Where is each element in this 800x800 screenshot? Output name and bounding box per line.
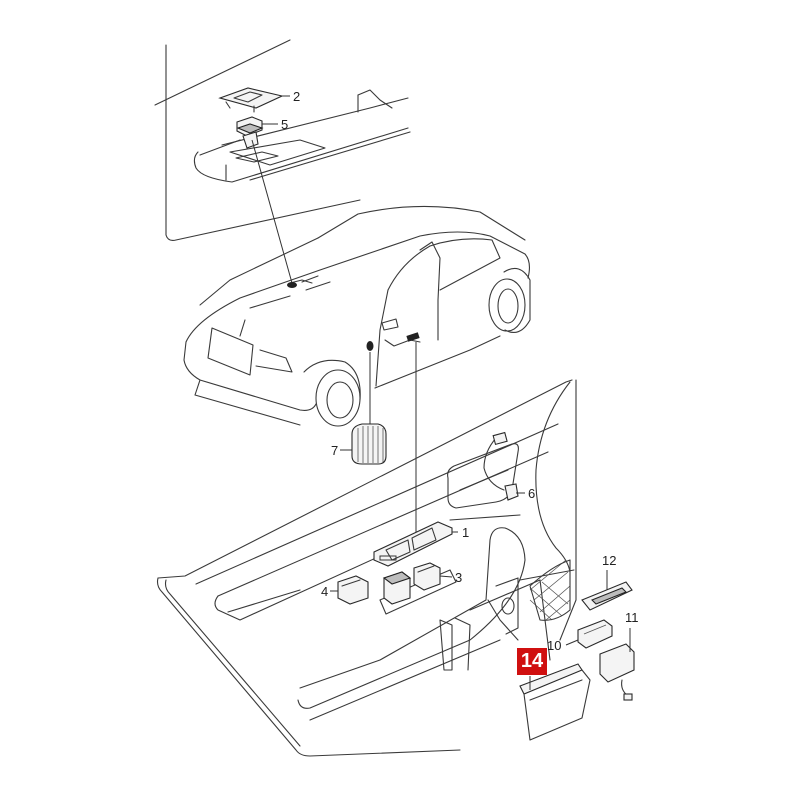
highlighted-part-badge: 14: [517, 648, 547, 675]
callout-1: 1: [462, 525, 469, 540]
callout-3: 3: [455, 570, 462, 585]
part-1-switch-panel: [373, 521, 453, 567]
callout-2: 2: [293, 89, 300, 104]
part-6-connector: [483, 431, 519, 501]
door-trim-panel: [156, 379, 577, 757]
leader-line: [251, 139, 293, 284]
callout-6: 6: [528, 486, 535, 501]
part-3-switch: [382, 562, 441, 605]
callout-7: 7: [331, 443, 338, 458]
part-7-grille: [351, 423, 387, 465]
car-illustration: [183, 205, 531, 427]
part-10-switch: [577, 619, 613, 649]
part-11-switch: [599, 643, 635, 701]
callout-labels: 1 2 3 4 5 6 7 10 11 12: [281, 89, 639, 653]
callout-5: 5: [281, 117, 288, 132]
callout-12: 12: [602, 553, 616, 568]
callout-leaders: [262, 95, 631, 690]
callout-10: 10: [547, 638, 561, 653]
part-5-switch: [236, 116, 264, 149]
inset-armrest: [154, 39, 411, 241]
part-12-bezel: [581, 581, 633, 611]
part-14-trim: [519, 663, 591, 741]
callout-4: 4: [321, 584, 328, 599]
part-4-switch: [337, 575, 369, 605]
part-2-bezel: [218, 87, 284, 113]
callout-11: 11: [625, 610, 639, 625]
